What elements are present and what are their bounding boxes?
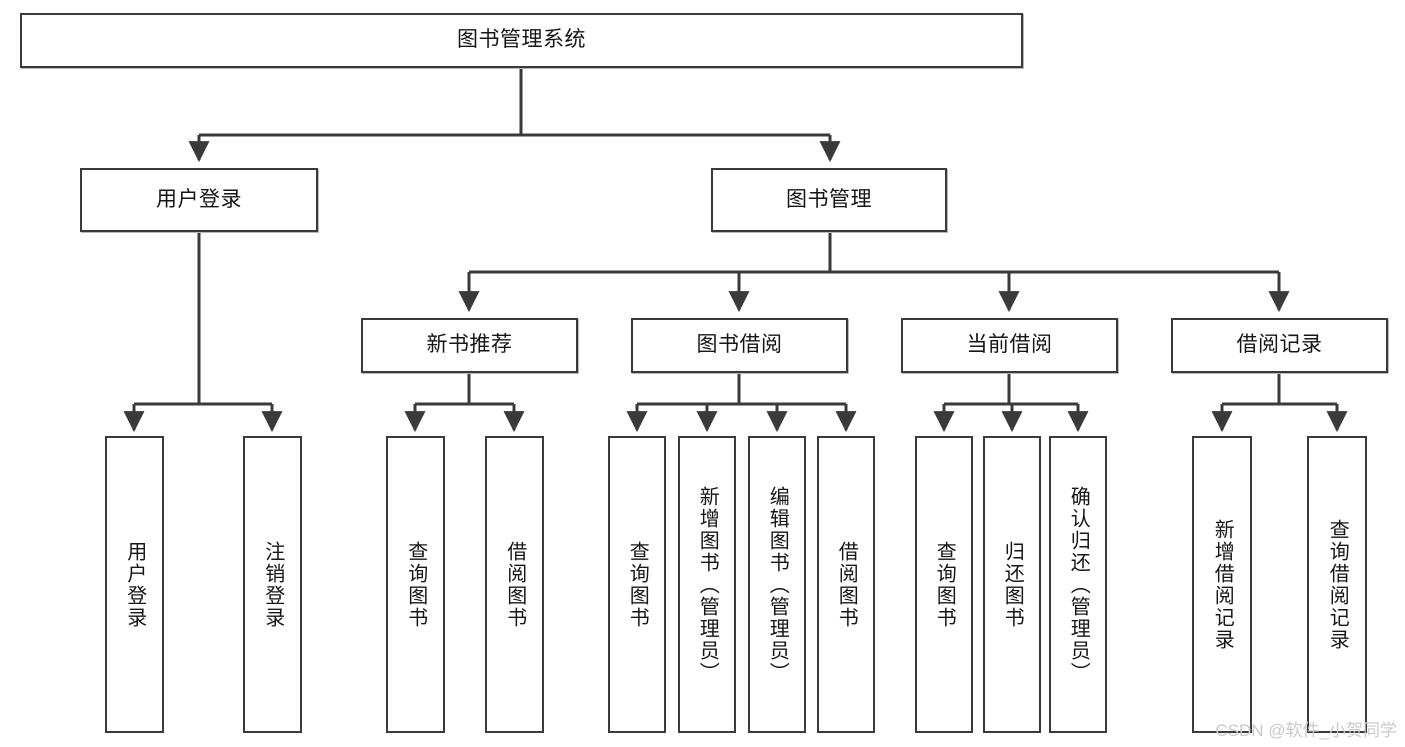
node-leaf-edit-book-label: 编辑图书（管理员）: [766, 485, 789, 684]
node-leaf-query-book-1-label: 查询图书: [404, 540, 427, 629]
node-leaf-confirm-return[interactable]: 确认归还（管理员）: [1049, 436, 1107, 733]
node-book-manage[interactable]: 图书管理: [711, 168, 947, 232]
node-leaf-borrow-book-1[interactable]: 借阅图书: [485, 436, 544, 733]
node-borrow-record-label: 借阅记录: [1236, 333, 1323, 357]
node-book-borrow-label: 图书借阅: [696, 333, 783, 357]
node-leaf-user-login-label: 用户登录: [123, 540, 146, 629]
node-leaf-return-book-label: 归还图书: [1001, 540, 1024, 629]
node-leaf-query-record-label: 查询借阅记录: [1326, 518, 1349, 651]
node-leaf-edit-book[interactable]: 编辑图书（管理员）: [748, 436, 806, 733]
node-leaf-add-book-label: 新增图书（管理员）: [696, 485, 719, 684]
node-leaf-borrow-book-2[interactable]: 借阅图书: [817, 436, 875, 733]
node-leaf-add-book[interactable]: 新增图书（管理员）: [678, 436, 736, 733]
node-new-book-rec[interactable]: 新书推荐: [361, 318, 578, 373]
node-leaf-query-book-2[interactable]: 查询图书: [608, 436, 666, 733]
node-leaf-borrow-book-1-label: 借阅图书: [503, 540, 526, 629]
node-leaf-confirm-return-label: 确认归还（管理员）: [1067, 485, 1090, 684]
node-book-manage-label: 图书管理: [786, 187, 872, 211]
node-leaf-add-record-label: 新增借阅记录: [1211, 518, 1234, 651]
node-leaf-add-record[interactable]: 新增借阅记录: [1192, 436, 1252, 733]
node-leaf-query-book-2-label: 查询图书: [626, 540, 649, 629]
node-leaf-borrow-book-2-label: 借阅图书: [835, 540, 858, 629]
node-user-login[interactable]: 用户登录: [80, 168, 318, 232]
node-leaf-query-record[interactable]: 查询借阅记录: [1307, 436, 1367, 733]
node-current-borrow[interactable]: 当前借阅: [901, 318, 1118, 373]
node-borrow-record[interactable]: 借阅记录: [1171, 318, 1388, 373]
node-root[interactable]: 图书管理系统: [20, 13, 1023, 68]
node-new-book-rec-label: 新书推荐: [426, 333, 513, 357]
node-current-borrow-label: 当前借阅: [966, 333, 1053, 357]
node-book-borrow[interactable]: 图书借阅: [631, 318, 848, 373]
node-user-login-label: 用户登录: [156, 187, 242, 211]
node-leaf-user-logout-label: 注销登录: [261, 540, 284, 629]
node-leaf-query-book-3-label: 查询图书: [933, 540, 956, 629]
node-leaf-query-book-1[interactable]: 查询图书: [386, 436, 445, 733]
node-leaf-query-book-3[interactable]: 查询图书: [915, 436, 973, 733]
node-leaf-user-login[interactable]: 用户登录: [105, 436, 164, 733]
node-root-label: 图书管理系统: [457, 28, 586, 52]
node-leaf-user-logout[interactable]: 注销登录: [243, 436, 302, 733]
node-leaf-return-book[interactable]: 归还图书: [983, 436, 1041, 733]
